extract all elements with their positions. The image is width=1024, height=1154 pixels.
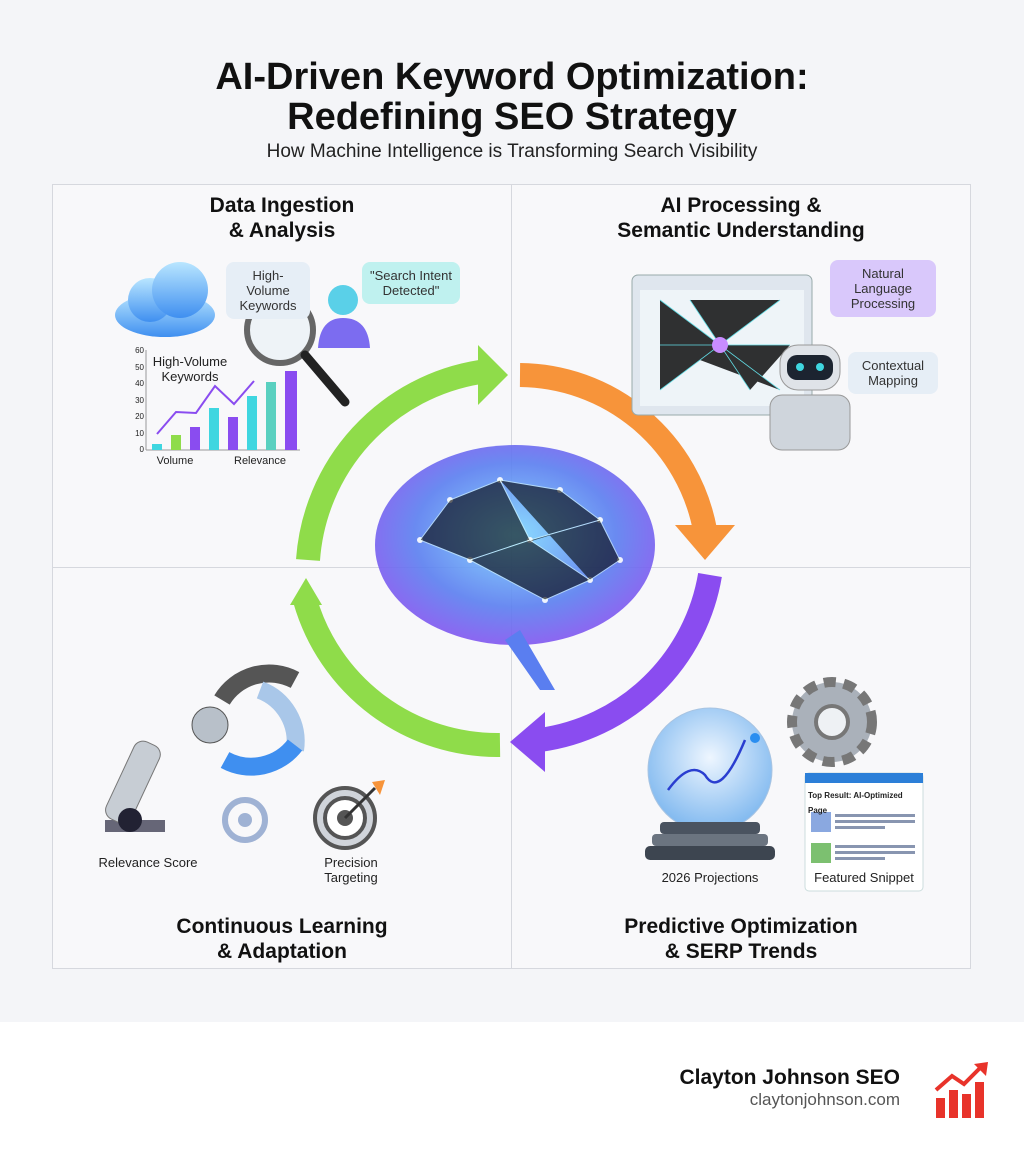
arrowhead-orange <box>675 525 735 560</box>
arrowhead-purple <box>510 712 545 772</box>
arrow-green-top <box>296 360 482 561</box>
brain-icon <box>375 445 655 690</box>
footer-brand: Clayton Johnson SEO <box>679 1066 900 1089</box>
quadrant-title: AI Processing &Semantic Understanding <box>617 194 865 242</box>
serp-result-card <box>804 772 924 892</box>
relevance-donut-chart <box>214 664 305 776</box>
arrowhead-green-top <box>478 345 508 405</box>
chart-x-label-volume: Volume <box>156 455 194 467</box>
arrow-purple <box>538 572 722 752</box>
chart-x-label-relevance: Relevance <box>234 455 286 467</box>
bubble-high-volume-keywords: High-Volume Keywords <box>226 262 310 319</box>
bubble-search-intent: "Search Intent Detected" <box>362 262 460 304</box>
title-line-1: AI-Driven Keyword Optimization: <box>215 56 809 98</box>
arrow-orange <box>519 363 717 533</box>
keyword-bar-chart <box>145 350 300 451</box>
user-icon <box>318 285 370 348</box>
label-relevance-score: Relevance Score <box>98 855 198 870</box>
quadrant-title: Data Ingestion& Analysis <box>209 194 355 242</box>
footer-url[interactable]: claytonjohnson.com <box>749 1090 900 1109</box>
arrowhead-green-bottom <box>290 578 322 605</box>
gear-icon <box>787 677 877 767</box>
growth-chart-logo-icon <box>934 1062 988 1118</box>
quadrant-title: Continuous Learning& Adaptation <box>176 915 388 963</box>
footer <box>0 1022 1024 1154</box>
target-icon <box>313 780 385 850</box>
label-featured-snippet: Featured Snippet <box>814 870 914 885</box>
label-2026-projections: 2026 Projections <box>661 870 759 885</box>
bubble-nlp: Natural Language Processing <box>830 260 936 317</box>
chart-title: High-Volume Keywords <box>152 354 228 384</box>
cycle-arrows <box>290 345 735 772</box>
cloud-icon <box>115 262 215 337</box>
subtitle: How Machine Intelligence is Transforming… <box>266 141 758 162</box>
arrow-green-bottom <box>293 596 501 758</box>
refresh-cycle-icon <box>222 797 268 843</box>
bubble-contextual-mapping: Contextual Mapping <box>848 352 938 394</box>
label-precision-targeting: Precision Targeting <box>324 855 378 885</box>
quadrant-title: Predictive Optimization& SERP Trends <box>624 915 858 963</box>
robot-icon <box>769 344 851 451</box>
title-line-2: Redefining SEO Strategy <box>287 96 737 138</box>
neural-network-screen <box>631 274 813 416</box>
crystal-ball-icon <box>645 707 775 860</box>
serp-title: Top Result: AI-Optimized Page <box>808 791 903 815</box>
robotic-arm-icon <box>105 706 229 832</box>
